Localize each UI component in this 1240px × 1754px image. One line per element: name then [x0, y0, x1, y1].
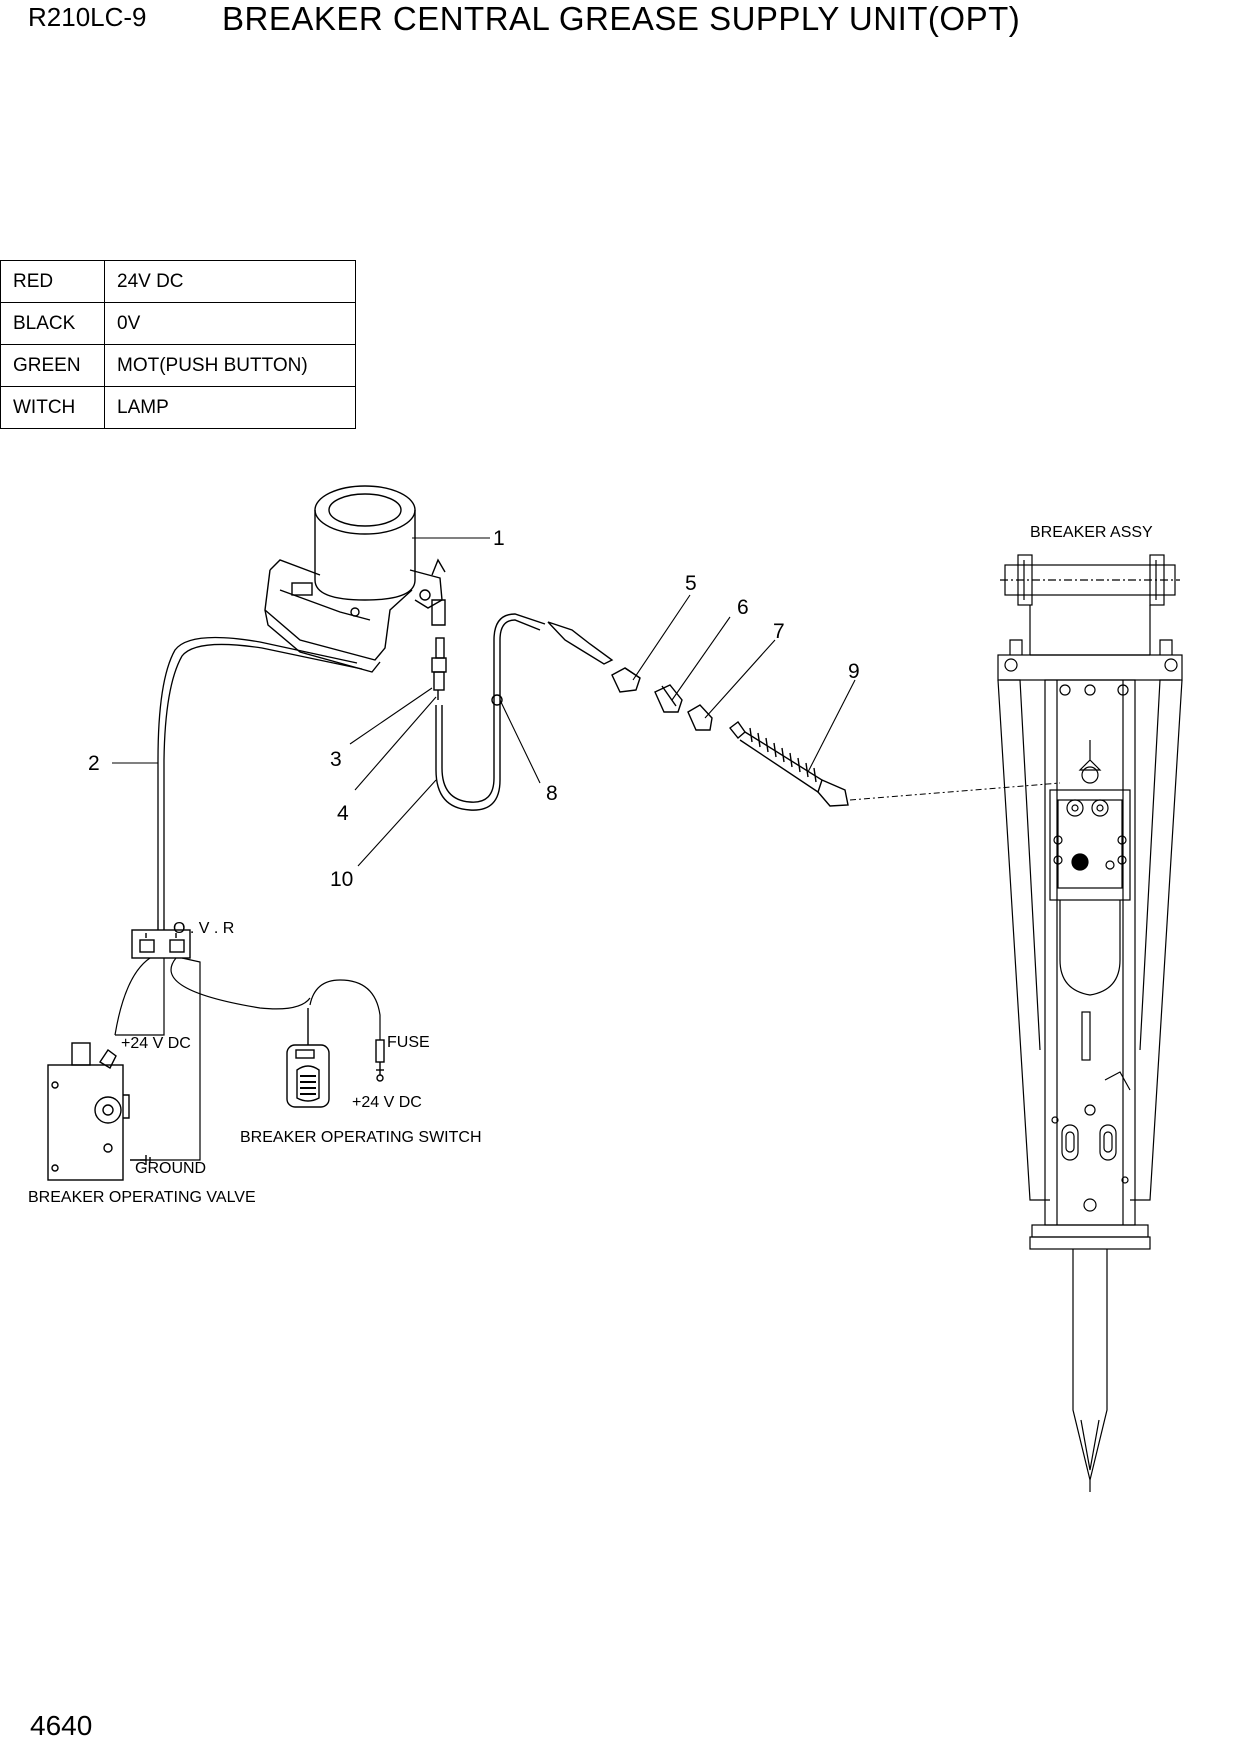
adapter-fittings [611, 667, 713, 731]
fuse-label: FUSE [387, 1034, 430, 1051]
callout-3: 3 [330, 748, 342, 771]
spring-hose [729, 721, 849, 807]
legend-meaning: MOT(PUSH BUTTON) [104, 344, 356, 387]
wire-harness [157, 636, 363, 920]
operating-valve [47, 1042, 151, 1181]
page-title: BREAKER CENTRAL GREASE SUPPLY UNIT(OPT) [222, 0, 1021, 37]
legend-meaning: 0V [104, 302, 356, 345]
plus24-valve-label: +24 V DC [121, 1035, 191, 1052]
plus24-fuse-label: +24 V DC [352, 1094, 422, 1111]
legend-color: BLACK [0, 302, 105, 345]
breaker-assy-label: BREAKER ASSY [1030, 524, 1153, 541]
page-header: R210LC-9 BREAKER CENTRAL GREASE SUPPLY U… [0, 0, 1240, 40]
grease-pump [264, 485, 446, 673]
breaker-assembly [997, 554, 1183, 1492]
callout-1: 1 [493, 527, 505, 550]
legend-row: RED 24V DC [0, 260, 356, 303]
callout-8: 8 [546, 782, 558, 805]
legend-row: GREEN MOT(PUSH BUTTON) [0, 344, 356, 387]
wire-color-legend: RED 24V DC BLACK 0V GREEN MOT(PUSH BUTTO… [0, 260, 356, 429]
callout-4: 4 [337, 802, 349, 825]
legend-color: WITCH [0, 386, 105, 429]
connection-leader [849, 782, 1061, 801]
ovr-label: O . V . R [173, 920, 234, 937]
callout-2: 2 [88, 752, 100, 775]
fuse [375, 1039, 385, 1082]
legend-row: BLACK 0V [0, 302, 356, 345]
grease-hose [435, 613, 614, 811]
diagram-labels: BREAKER ASSY O . V . R +24 V DC FUSE +24… [28, 524, 1153, 1206]
callout-10: 10 [330, 868, 353, 891]
callout-6: 6 [737, 596, 749, 619]
ground-label: GROUND [135, 1160, 206, 1177]
ovr-relay [131, 920, 191, 959]
legend-row: WITCH LAMP [0, 386, 356, 429]
callout-numbers: 1 2 3 4 5 6 7 8 9 10 [88, 527, 860, 891]
control-wiring [114, 957, 381, 1161]
legend-color: RED [0, 260, 105, 303]
legend-meaning: LAMP [104, 386, 356, 429]
leader-lines [112, 537, 856, 867]
callout-7: 7 [773, 620, 785, 643]
outlet-fitting [431, 637, 447, 700]
operating-switch [286, 1008, 330, 1108]
page-number: 4640 [30, 1710, 93, 1741]
callout-5: 5 [685, 572, 697, 595]
operating-switch-label: BREAKER OPERATING SWITCH [240, 1129, 482, 1146]
model-code: R210LC-9 [28, 2, 147, 32]
callout-9: 9 [848, 660, 860, 683]
operating-valve-label: BREAKER OPERATING VALVE [28, 1189, 256, 1206]
